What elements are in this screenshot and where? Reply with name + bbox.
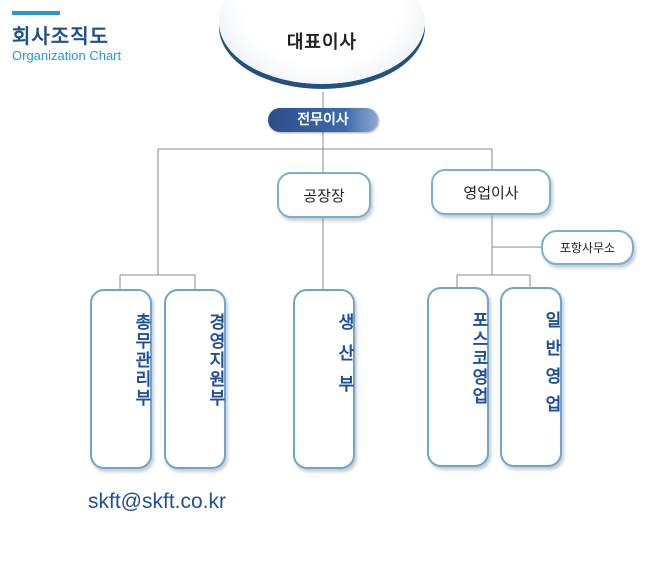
- dept-general-affairs: 총무관리부: [90, 289, 152, 469]
- title-accent-bar: [12, 11, 60, 15]
- pohang-office-node: 포항사무소: [541, 230, 634, 265]
- pohang-office-label: 포항사무소: [559, 241, 616, 255]
- contact-email[interactable]: skft@skft.co.kr: [88, 490, 226, 513]
- ceo-label: 대표이사: [286, 32, 358, 53]
- dept-production-label: 생산부: [334, 313, 354, 406]
- page-subtitle: Organization Chart: [12, 48, 122, 63]
- dept-production: 생산부: [293, 289, 355, 469]
- dept-posco-sales-label: 포스코영업: [468, 311, 488, 406]
- managing-director-node: 전무이사: [268, 108, 378, 132]
- dept-management-support-label: 경영지원부: [205, 313, 225, 408]
- sales-director-node: 영업이사: [431, 169, 551, 215]
- plant-manager-label: 공장장: [303, 186, 345, 205]
- plant-manager-node: 공장장: [277, 172, 371, 218]
- sales-director-label: 영업이사: [463, 183, 519, 202]
- dept-general-sales-label: 일반영업: [541, 311, 561, 423]
- dept-general-sales: 일반영업: [500, 287, 562, 467]
- dept-management-support: 경영지원부: [164, 289, 226, 469]
- dept-general-affairs-label: 총무관리부: [131, 313, 151, 408]
- dept-posco-sales: 포스코영업: [427, 287, 489, 467]
- page-title: 회사조직도: [12, 24, 109, 48]
